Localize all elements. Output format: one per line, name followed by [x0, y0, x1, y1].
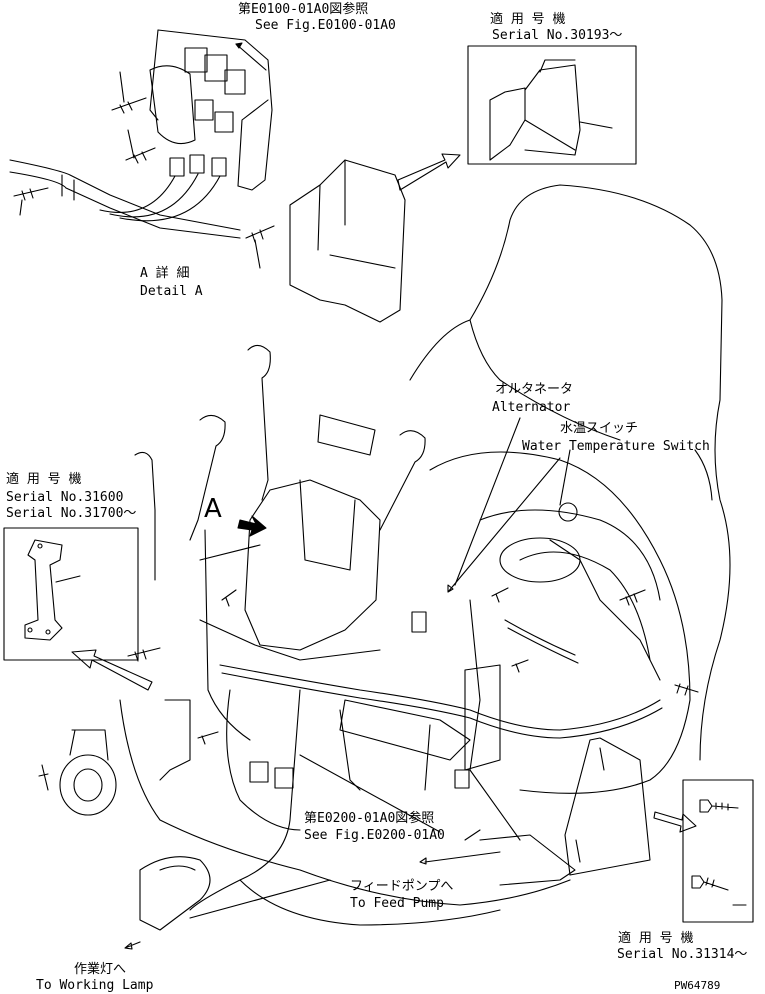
serial-31314-label-en: Serial No.31314～ [617, 947, 748, 962]
detail-a-cover-plate [289, 159, 406, 323]
harness-main [189, 539, 663, 911]
water-temp-label-en: Water Temperature Switch [522, 439, 710, 454]
control-levers [134, 344, 426, 581]
fig-e0200-ref-jp: 第E0200-01A0図参照 [304, 811, 435, 826]
fuse-box-bracket [339, 664, 651, 886]
console-box [199, 479, 381, 741]
drawing-code: PW64789 [674, 979, 721, 992]
serial-30193-label-en: Serial No.30193～ [492, 28, 623, 43]
work-lamp-label-en: To Working Lamp [36, 978, 154, 993]
detail-a-relay-bracket [9, 29, 273, 239]
feed-pump-label-en: To Feed Pump [350, 896, 444, 911]
horn-assembly [59, 699, 191, 816]
serial-30193-label-jp: 適 用 号 機 [490, 12, 566, 27]
leader-lines [124, 417, 578, 950]
serial-31700-label-en: Serial No.31700～ [6, 506, 137, 521]
fig-e0100-ref-jp: 第E0100-01A0図参照 [238, 2, 369, 17]
serial-31314-label-jp: 適 用 号 機 [618, 931, 694, 946]
arrow-to-serial-31314 [653, 811, 697, 833]
serial-31314-bolts [691, 799, 747, 906]
serial-31600-label-en: Serial No.31600 [6, 490, 124, 505]
view-a-marker: A [204, 494, 222, 524]
engine-cover [429, 451, 691, 794]
frame-lower [119, 699, 571, 931]
detail-a-label-jp: A 詳 細 [140, 266, 190, 281]
operator-seat [409, 184, 731, 761]
detail-a-label-en: Detail A [140, 284, 203, 299]
arrow-to-serial-31600 [71, 649, 153, 691]
feed-pump-label-jp: フィードポンプへ [350, 879, 454, 894]
view-a-arrow [237, 515, 267, 537]
serial-31600-label-jp: 適 用 号 機 [6, 472, 82, 487]
fig-e0100-ref-en: See Fig.E0100-01A0 [255, 18, 396, 33]
serial-30193-box [467, 45, 637, 165]
fig-e0200-ref-en: See Fig.E0200-01A0 [304, 828, 445, 843]
serial-30193-bracket [489, 59, 613, 161]
leader-fig-e0100 [235, 43, 267, 71]
water-temp-label-jp: 水温スイッチ [560, 421, 639, 436]
work-lamp-label-jp: 作業灯へ [74, 962, 127, 977]
bolts-main [38, 587, 699, 863]
serial-31600-bracket [24, 539, 81, 641]
leader-fig-e0100-head [235, 42, 243, 49]
detail-a-bolts [13, 71, 275, 269]
alternator-label-jp: オルタネータ [495, 382, 574, 397]
serial-31314-box [682, 779, 754, 923]
alternator-label-en: Alternator [492, 400, 571, 415]
arrow-to-serial-30193 [397, 153, 461, 191]
relays-lower [249, 611, 470, 789]
serial-31600-box [3, 527, 139, 661]
